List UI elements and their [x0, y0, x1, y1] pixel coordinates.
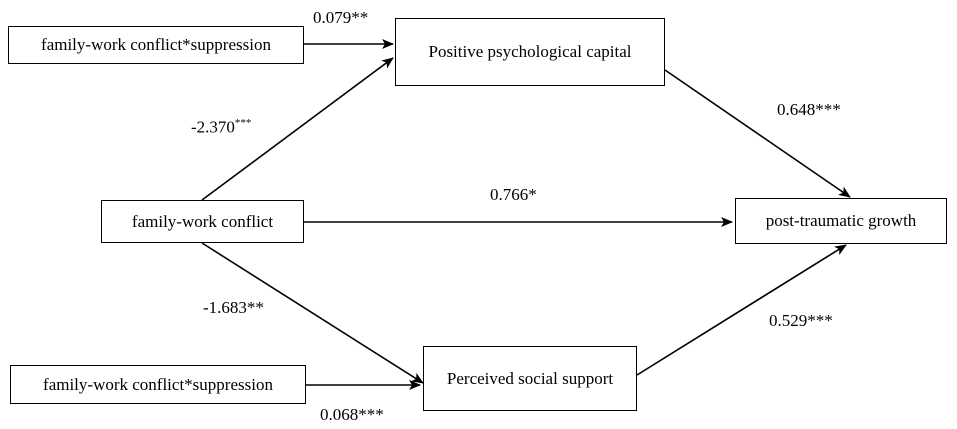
node-pss-label: Perceived social support [446, 368, 614, 388]
coef-moderator-bottom-pss: 0.068*** [320, 405, 384, 424]
coef-fwc-psycap: -2.370*** [191, 117, 251, 138]
node-fwc-label: family-work conflict [131, 211, 274, 231]
arrow-psycap-to-ptg [664, 69, 851, 198]
arrow-fwc-to-psycap [201, 57, 394, 201]
node-moderator-bottom: family-work conflict*suppression [10, 365, 306, 404]
node-moderator-bottom-label: family-work conflict*suppression [43, 374, 273, 394]
node-ptg-label: post-traumatic growth [765, 211, 917, 230]
arrow-pss-to-ptg [636, 244, 847, 376]
node-moderator-top: family-work conflict*suppression [8, 26, 304, 64]
coef-fwc-pss: -1.683** [203, 298, 264, 317]
coef-pss-ptg: 0.529*** [769, 311, 833, 330]
node-post-traumatic-growth: post-traumatic growth [735, 198, 947, 244]
coef-fwc-psycap-stars: *** [234, 117, 252, 129]
node-moderator-top-label: family-work conflict*suppression [41, 35, 271, 54]
coef-fwc-psycap-value: -2.370 [191, 117, 235, 137]
coef-psycap-ptg: 0.648*** [777, 100, 841, 119]
coef-moderator-top-psycap: 0.079** [313, 8, 369, 27]
node-psycap-label: Positive psychological capital [428, 42, 632, 61]
coef-fwc-ptg: 0.766* [490, 185, 537, 204]
node-positive-psychological-capital: Positive psychological capital [395, 18, 665, 86]
node-perceived-social-support: Perceived social support [423, 346, 637, 411]
arrow-fwc-to-pss [201, 242, 424, 384]
node-family-work-conflict: family-work conflict [101, 200, 304, 243]
